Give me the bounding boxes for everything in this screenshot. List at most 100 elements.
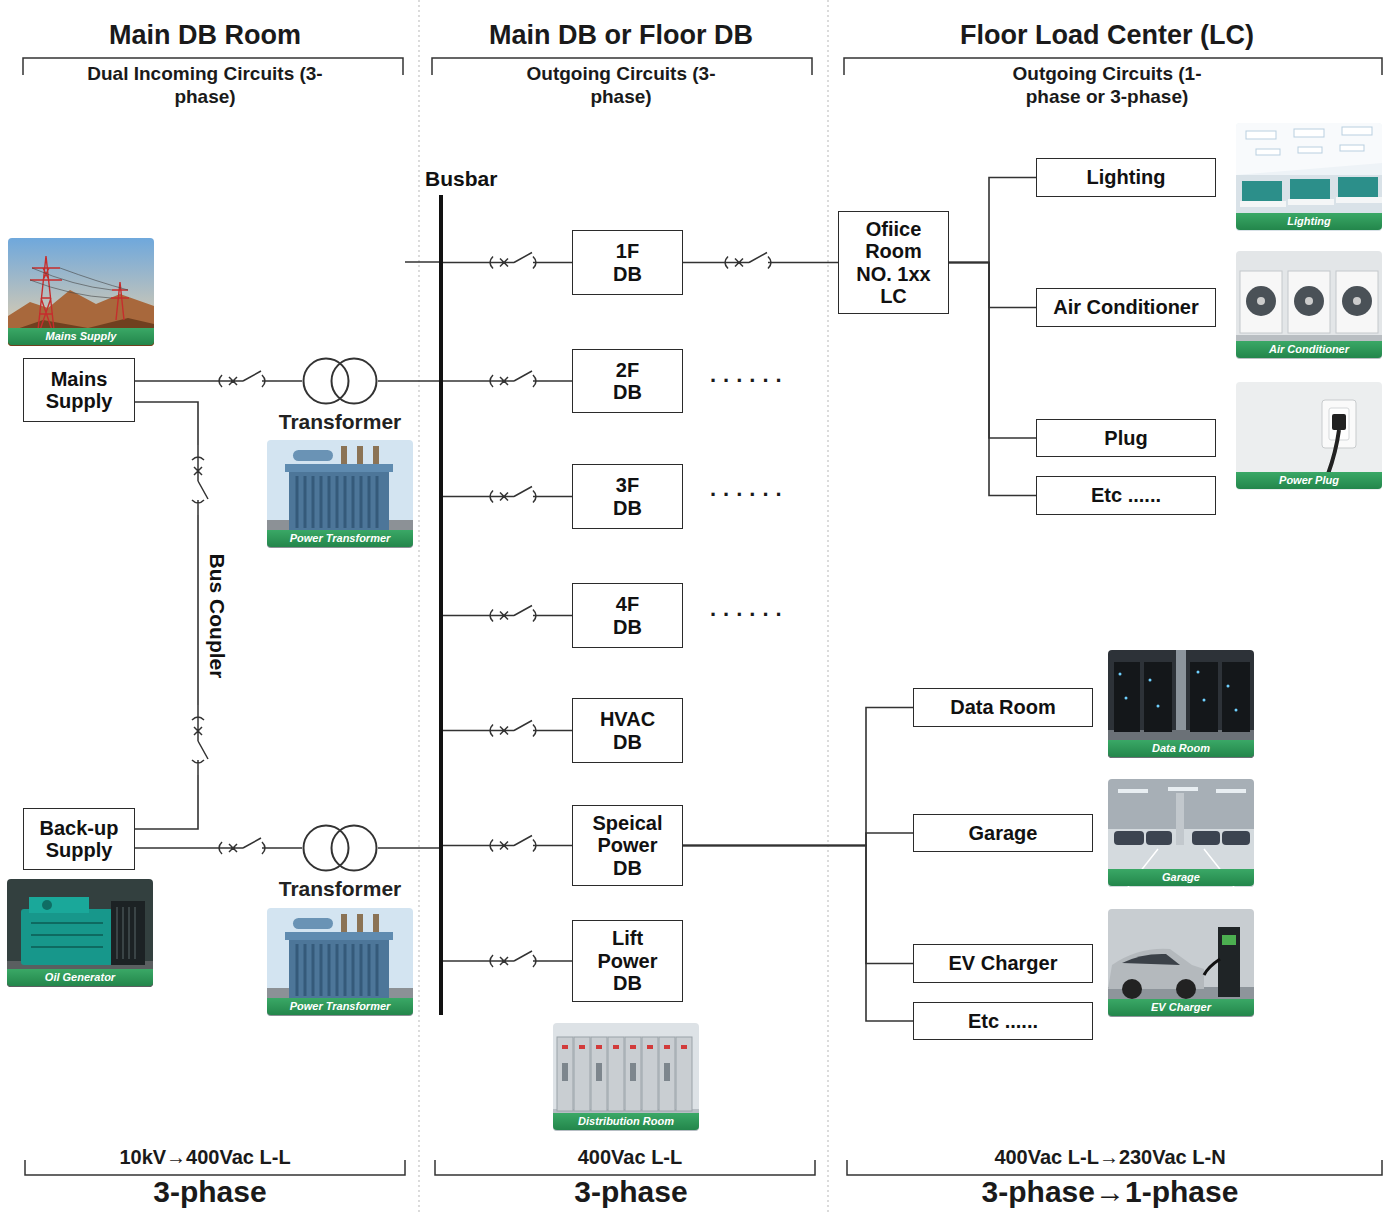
load-box: Air Conditioner (1036, 288, 1216, 327)
illustration-part (1236, 335, 1382, 359)
breaker-symbol (192, 445, 208, 515)
illustration-part (30, 256, 62, 330)
circuit-breaker (478, 369, 548, 393)
illustration-part (659, 1037, 675, 1111)
illustration-part (1190, 662, 1218, 732)
breaker-symbol (207, 371, 277, 387)
photo-caption: Oil Generator (7, 969, 153, 986)
load-box: Garage (913, 814, 1093, 852)
illustration-part (1298, 147, 1322, 153)
illustration-part (553, 1109, 699, 1131)
illustration-part (562, 1063, 670, 1081)
illustration-part (42, 900, 52, 910)
illustration-part (1108, 779, 1254, 887)
box-text: Garage (969, 822, 1038, 844)
connector-wire (378, 847, 439, 849)
db-box: Lift Power DB (572, 920, 683, 1002)
box-text: Lighting (1087, 166, 1166, 188)
illustration-part (1108, 730, 1254, 758)
breaker-symbol (478, 951, 548, 967)
breaker-gap (478, 719, 548, 743)
illustration-part (579, 1045, 585, 1049)
circuit-breaker (186, 705, 210, 775)
illustration-part (31, 923, 103, 947)
photo-caption: Power Transformer (267, 530, 413, 547)
continuation-dots: ...... (710, 477, 789, 501)
illustration-part (1108, 909, 1254, 1017)
box-text: Air Conditioner (1053, 296, 1199, 318)
connector-wire (949, 178, 1036, 263)
illustration-part (1340, 145, 1364, 151)
illustration-part (1146, 831, 1172, 845)
column-subheading: Outgoing Circuits (1-phase or 3-phase) (991, 63, 1223, 109)
illustration-part (1240, 201, 1286, 207)
illustration-part (1197, 671, 1200, 674)
phase-note: 3-phase (441, 1177, 821, 1207)
illustration-part (1305, 297, 1313, 305)
illustration-part (8, 238, 154, 346)
generator-photo (7, 879, 153, 987)
lighting-photo (1236, 123, 1382, 231)
load-box: Lighting (1036, 158, 1216, 197)
illustration-part (8, 238, 154, 346)
circuit-breaker (478, 251, 548, 275)
illustration-part (613, 1045, 619, 1049)
column-subheading: Dual Incoming Circuits (3-phase) (70, 63, 340, 109)
garage-photo (1108, 779, 1254, 887)
illustration-part (1236, 175, 1382, 231)
air-conditioner-photo (1236, 251, 1382, 359)
illustration-part (1257, 297, 1265, 305)
illustration-part (1118, 787, 1246, 793)
illustration-part (1176, 979, 1196, 999)
edge-label: Bus Coupler (205, 551, 229, 680)
load-box: Etc ...... (913, 1002, 1093, 1040)
db-box: 3F DB (572, 464, 683, 529)
illustration-part (1236, 382, 1382, 490)
plug-photo (1236, 382, 1382, 490)
transformer-coils (302, 824, 378, 872)
breaker-gap (478, 369, 548, 393)
circuit-breaker (478, 719, 548, 743)
box-text: 4F DB (605, 593, 650, 638)
load-box: Data Room (913, 688, 1093, 727)
illustration-part (7, 879, 153, 987)
illustration-part (676, 1037, 692, 1111)
symbol-label: Transformer (279, 410, 402, 434)
illustration-part (1176, 650, 1186, 730)
illustration-part (1246, 286, 1372, 316)
transformer-symbol: Transformer (302, 824, 378, 872)
column-divider (419, 0, 828, 1214)
illustration-part (1240, 271, 1282, 333)
illustration-part (1236, 123, 1382, 231)
photo-caption: Air Conditioner (1236, 341, 1382, 358)
breaker-symbol (478, 721, 548, 737)
illustration-part (1342, 127, 1372, 135)
breaker-gap (478, 251, 548, 275)
phase-note: 3-phase→1-phase (850, 1177, 1370, 1207)
box-text: Mains Supply (34, 368, 124, 413)
illustration-part (1108, 650, 1254, 758)
box-text: Etc ...... (968, 1010, 1038, 1032)
illustration-part (562, 1045, 568, 1049)
illustration-part (1108, 650, 1254, 758)
illustration-part (647, 1045, 653, 1049)
load-box: Etc ...... (1036, 476, 1216, 515)
column-heading: Floor Load Center (LC) (867, 20, 1347, 51)
illustration-part (1236, 251, 1382, 359)
illustration-part (1222, 935, 1236, 945)
illustration-part (29, 897, 89, 913)
illustration-part (591, 1037, 607, 1111)
illustration-part (1328, 430, 1339, 474)
illustration-part (1119, 671, 1238, 712)
illustration-part (1218, 927, 1240, 997)
data-room-photo (1108, 650, 1254, 758)
illustration-part (562, 1063, 568, 1081)
illustration-part (1144, 662, 1172, 732)
column-heading: Main DB Room (5, 20, 405, 51)
illustration-part (1294, 129, 1324, 137)
illustration-part (1149, 679, 1152, 682)
box-text: 1F DB (605, 240, 650, 285)
illustration-part (625, 1037, 641, 1111)
illustration-part (1227, 685, 1230, 688)
transformer-photo (267, 440, 413, 548)
